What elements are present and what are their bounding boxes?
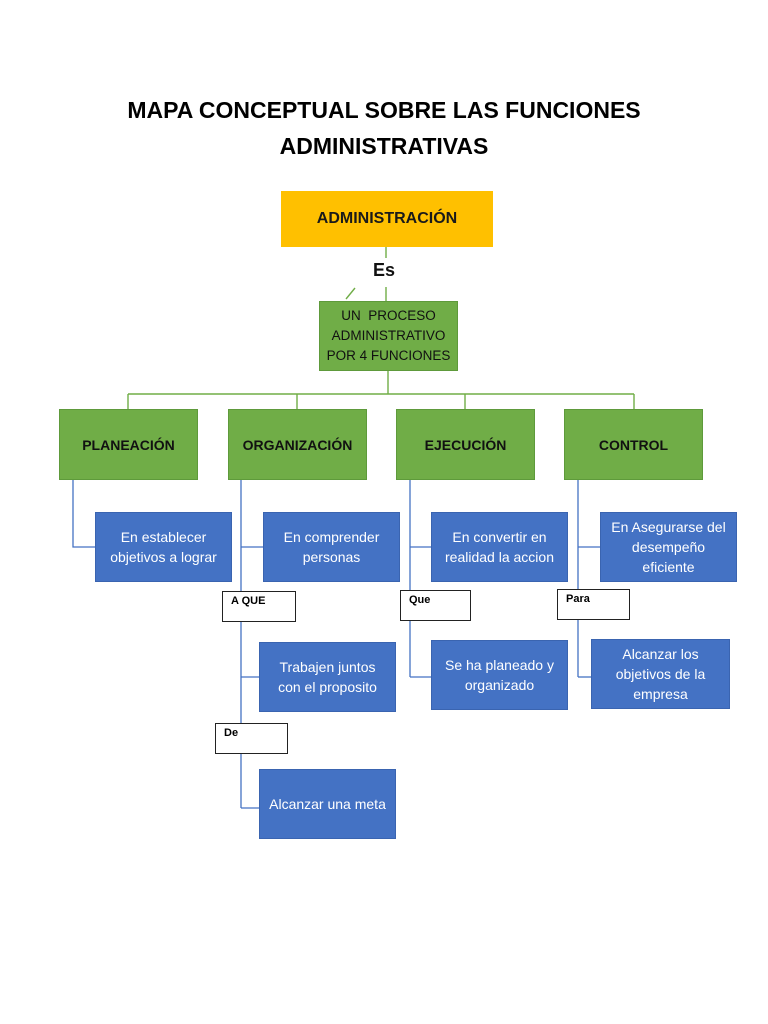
detail-organizacion: En comprender personas bbox=[263, 512, 400, 582]
detail-line: desempeño bbox=[631, 539, 706, 555]
detail-line: realidad la accion bbox=[445, 549, 554, 565]
function-node-control: CONTROL bbox=[564, 409, 703, 480]
detail-line: con el proposito bbox=[278, 679, 377, 695]
process-line-3: POR 4 FUNCIONES bbox=[326, 348, 451, 363]
detail-line: empresa bbox=[633, 686, 688, 702]
label-de: De bbox=[215, 723, 288, 754]
detail-line: objetivos a lograr bbox=[110, 549, 217, 565]
detail-line: En convertir en bbox=[452, 529, 547, 545]
label-que: Que bbox=[400, 590, 471, 621]
es-slant-line bbox=[345, 287, 356, 300]
detail-line: En establecer bbox=[120, 529, 207, 545]
detail-line: Alcanzar los bbox=[622, 646, 699, 662]
function-node-ejecucion: EJECUCIÓN bbox=[396, 409, 535, 480]
detail-control-2: Alcanzar los objetivos de la empresa bbox=[591, 639, 730, 709]
detail-line: objetivos de la bbox=[615, 666, 706, 682]
process-node: UN PROCESO ADMINISTRATIVO POR 4 FUNCIONE… bbox=[319, 301, 458, 371]
detail-ejecucion-2: Se ha planeado y organizado bbox=[431, 640, 568, 710]
connector-label-es: Es bbox=[373, 260, 396, 280]
function-node-planeacion: PLANEACIÓN bbox=[59, 409, 198, 480]
detail-organizacion-3: Alcanzar una meta bbox=[259, 769, 396, 839]
label-a-que: A QUE bbox=[222, 591, 296, 622]
title-line-1: MAPA CONCEPTUAL SOBRE LAS FUNCIONES bbox=[127, 97, 641, 123]
planeacion-detail-line bbox=[72, 480, 95, 548]
title-line-2: ADMINISTRATIVAS bbox=[279, 133, 489, 159]
detail-line: Trabajen juntos bbox=[279, 659, 376, 675]
root-node-administracion: ADMINISTRACIÓN bbox=[281, 191, 493, 247]
detail-line: En Asegurarse del bbox=[611, 519, 726, 535]
detail-line: eficiente bbox=[642, 559, 695, 575]
detail-line: Se ha planeado y bbox=[445, 657, 554, 673]
detail-ejecucion: En convertir en realidad la accion bbox=[431, 512, 568, 582]
detail-line: organizado bbox=[464, 677, 535, 693]
detail-planeacion: En establecer objetivos a lograr bbox=[95, 512, 232, 582]
process-line-2: ADMINISTRATIVO bbox=[331, 328, 446, 343]
detail-line: En comprender bbox=[283, 529, 380, 545]
detail-organizacion-2: Trabajen juntos con el proposito bbox=[259, 642, 396, 712]
detail-control: En Asegurarse del desempeño eficiente bbox=[600, 512, 737, 582]
label-para: Para bbox=[557, 589, 630, 620]
page-title: MAPA CONCEPTUAL SOBRE LAS FUNCIONES ADMI… bbox=[0, 92, 768, 164]
function-node-organizacion: ORGANIZACIÓN bbox=[228, 409, 367, 480]
green-connectors bbox=[127, 247, 635, 409]
detail-line: personas bbox=[302, 549, 361, 565]
process-line-1: UN PROCESO bbox=[341, 308, 436, 323]
